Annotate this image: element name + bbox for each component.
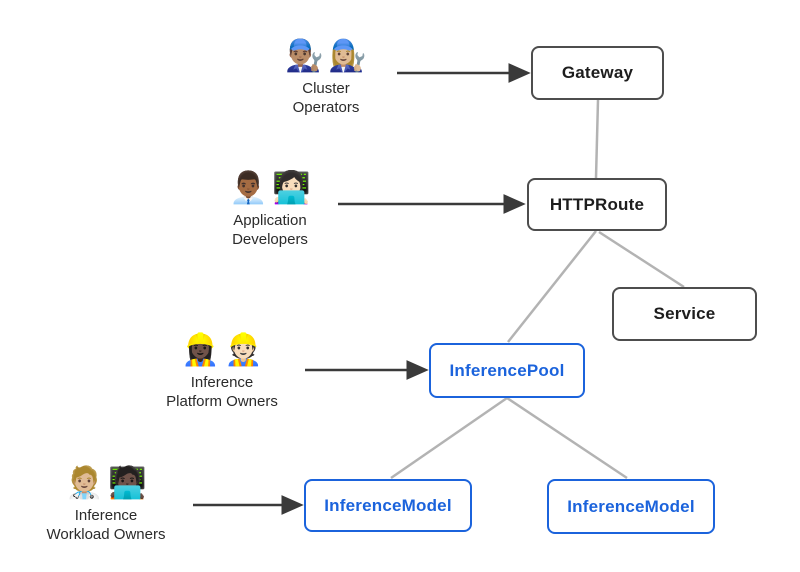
edge-httproute-service xyxy=(598,230,685,289)
node-httproute: HTTPRoute xyxy=(527,178,667,231)
inference-platform-owners-label: Inference Platform Owners xyxy=(112,373,332,411)
persona-cluster-operators: 👨🏽‍🔧👩🏼‍🔧 Cluster Operators xyxy=(216,36,436,117)
edge-inferencepool-inferencemodel-left xyxy=(390,396,508,480)
construction-worker-emoji-icon: 👷🏻 xyxy=(224,332,263,368)
woman-construction-worker-emoji-icon: 👷🏿‍♀️ xyxy=(181,332,220,368)
persona-label-line: Application xyxy=(233,212,307,229)
inference-workload-owners-emoji-group: 🧑🏼‍⚕️🧑🏿‍💻 xyxy=(0,463,216,503)
inference-workload-owners-label: Inference Workload Owners xyxy=(0,506,216,544)
persona-application-developers: 👨🏾‍💼👩🏻‍💻 Application Developers xyxy=(160,168,380,249)
edge-httproute-inferencepool xyxy=(507,230,597,343)
node-service-label: Service xyxy=(653,304,716,323)
node-inferencemodel-left: InferenceModel xyxy=(304,479,472,532)
persona-label-line: Inference xyxy=(74,507,138,524)
health-worker-emoji-icon: 🧑🏼‍⚕️ xyxy=(65,465,104,501)
node-inferencemodel-right-label: InferenceModel xyxy=(567,496,695,516)
woman-mechanic-emoji-icon: 👩🏼‍🔧 xyxy=(328,38,367,74)
node-gateway-label: Gateway xyxy=(561,63,634,82)
cluster-operators-emoji-group: 👨🏽‍🔧👩🏼‍🔧 xyxy=(216,36,436,76)
node-inferencepool: InferencePool xyxy=(429,343,585,398)
persona-label-line: Cluster xyxy=(302,80,350,97)
node-inferencemodel-right: InferenceModel xyxy=(547,479,715,534)
persona-inference-workload-owners: 🧑🏼‍⚕️🧑🏿‍💻 Inference Workload Owners xyxy=(0,463,216,544)
node-inferencemodel-left-label: InferenceModel xyxy=(324,495,452,515)
application-developers-emoji-group: 👨🏾‍💼👩🏻‍💻 xyxy=(160,168,380,208)
node-inferencepool-label: InferencePool xyxy=(449,360,565,380)
man-mechanic-emoji-icon: 👨🏽‍🔧 xyxy=(285,38,324,74)
persona-label-line: Operators xyxy=(292,99,360,116)
woman-technologist-emoji-icon: 👩🏻‍💻 xyxy=(272,170,311,206)
application-developers-label: Application Developers xyxy=(160,211,380,249)
edge-gateway-httproute xyxy=(594,99,600,179)
cluster-operators-label: Cluster Operators xyxy=(216,79,436,117)
persona-inference-platform-owners: 👷🏿‍♀️👷🏻 Inference Platform Owners xyxy=(112,330,332,411)
person-technologist-emoji-icon: 🧑🏿‍💻 xyxy=(108,465,147,501)
node-gateway: Gateway xyxy=(531,46,664,100)
inference-platform-owners-emoji-group: 👷🏿‍♀️👷🏻 xyxy=(112,330,332,370)
edge-inferencepool-inferencemodel-right xyxy=(506,396,628,480)
persona-label-line: Developers xyxy=(232,231,308,248)
node-httproute-label: HTTPRoute xyxy=(549,194,645,214)
man-office-worker-emoji-icon: 👨🏾‍💼 xyxy=(229,170,268,206)
persona-label-line: Platform Owners xyxy=(166,393,278,410)
node-service: Service xyxy=(612,287,757,341)
persona-label-line: Workload Owners xyxy=(46,526,166,543)
persona-label-line: Inference xyxy=(190,374,254,391)
